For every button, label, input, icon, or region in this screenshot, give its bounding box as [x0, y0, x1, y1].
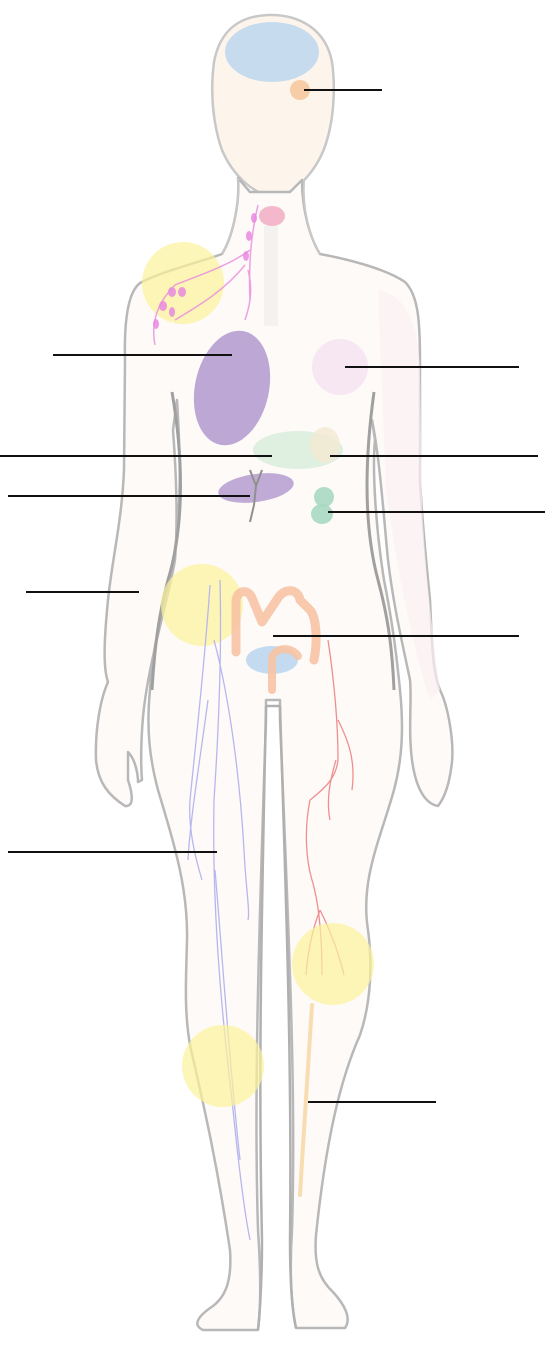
intestine [231, 586, 321, 665]
trachea [264, 226, 278, 326]
leg-nerve [298, 1003, 314, 1197]
hip-lymph-zone [161, 564, 243, 646]
pituitary-gland [290, 80, 310, 100]
liver [193, 330, 271, 446]
neck-right [302, 179, 321, 255]
rectum [268, 645, 302, 694]
bile-duct [249, 469, 263, 523]
heart [312, 339, 368, 395]
spleen [310, 427, 340, 463]
knee-lymph-zone-left [182, 1025, 264, 1107]
lymph-nodes [153, 213, 257, 329]
thyroid [259, 206, 285, 226]
knee-lymph-zone-right [292, 923, 374, 1005]
right-arm-shading [378, 290, 440, 700]
organs [142, 22, 374, 1241]
brain [225, 22, 319, 82]
right-leg-inner [278, 705, 298, 1329]
kidney-upper [314, 487, 334, 507]
right-arm-inner-edge [365, 391, 396, 691]
lymph-vessels [153, 204, 259, 346]
neck-left [221, 177, 240, 255]
armpit-lymph-zone [142, 242, 224, 324]
left-arm-inner-edge [150, 391, 182, 691]
label-leader-lines [0, 89, 545, 1103]
left-leg-inner [256, 705, 268, 1331]
kidney-lower [311, 504, 333, 524]
leg-veins [187, 579, 251, 1241]
